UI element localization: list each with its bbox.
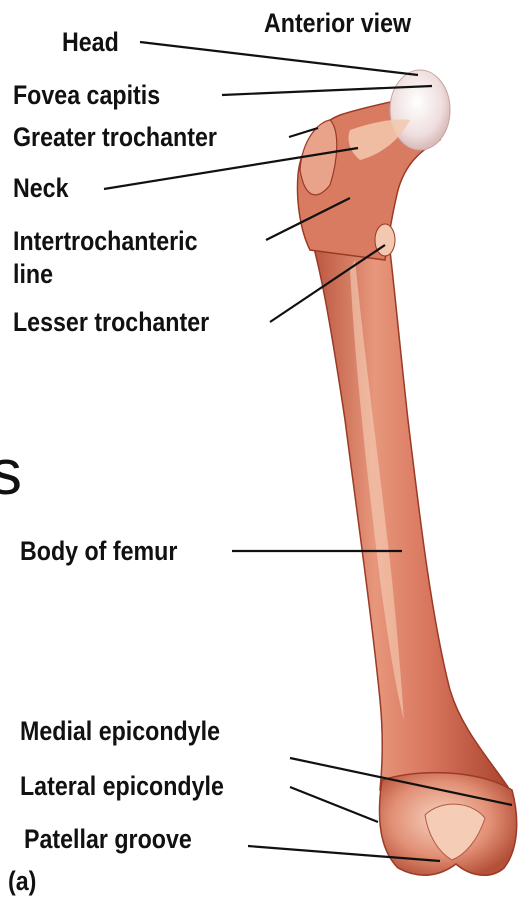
label-head: Head [62, 27, 119, 57]
leader-lateral-epicondyle [290, 787, 378, 822]
leader-head [140, 42, 418, 75]
label-medial-epicondyle: Medial epicondyle [20, 716, 220, 746]
label-fovea-capitis: Fovea capitis [13, 80, 160, 110]
label-lesser-trochanter: Lesser trochanter [13, 307, 209, 337]
label-neck: Neck [13, 173, 69, 203]
femur-shaft [302, 210, 510, 790]
femoral-head [390, 70, 450, 150]
label-intertrochanteric-line-1: Intertrochanteric [13, 226, 198, 256]
lesser-trochanter-shape [375, 224, 395, 256]
view-title: Anterior view [264, 8, 411, 38]
cropped-glyph: s [0, 440, 22, 504]
label-greater-trochanter: Greater trochanter [13, 122, 217, 152]
label-patellar-groove: Patellar groove [24, 824, 192, 854]
label-intertrochanteric-line-2: line [13, 259, 53, 289]
label-lateral-epicondyle: Lateral epicondyle [20, 771, 224, 801]
label-body-of-femur: Body of femur [20, 536, 177, 566]
panel-label: (a) [8, 866, 36, 896]
